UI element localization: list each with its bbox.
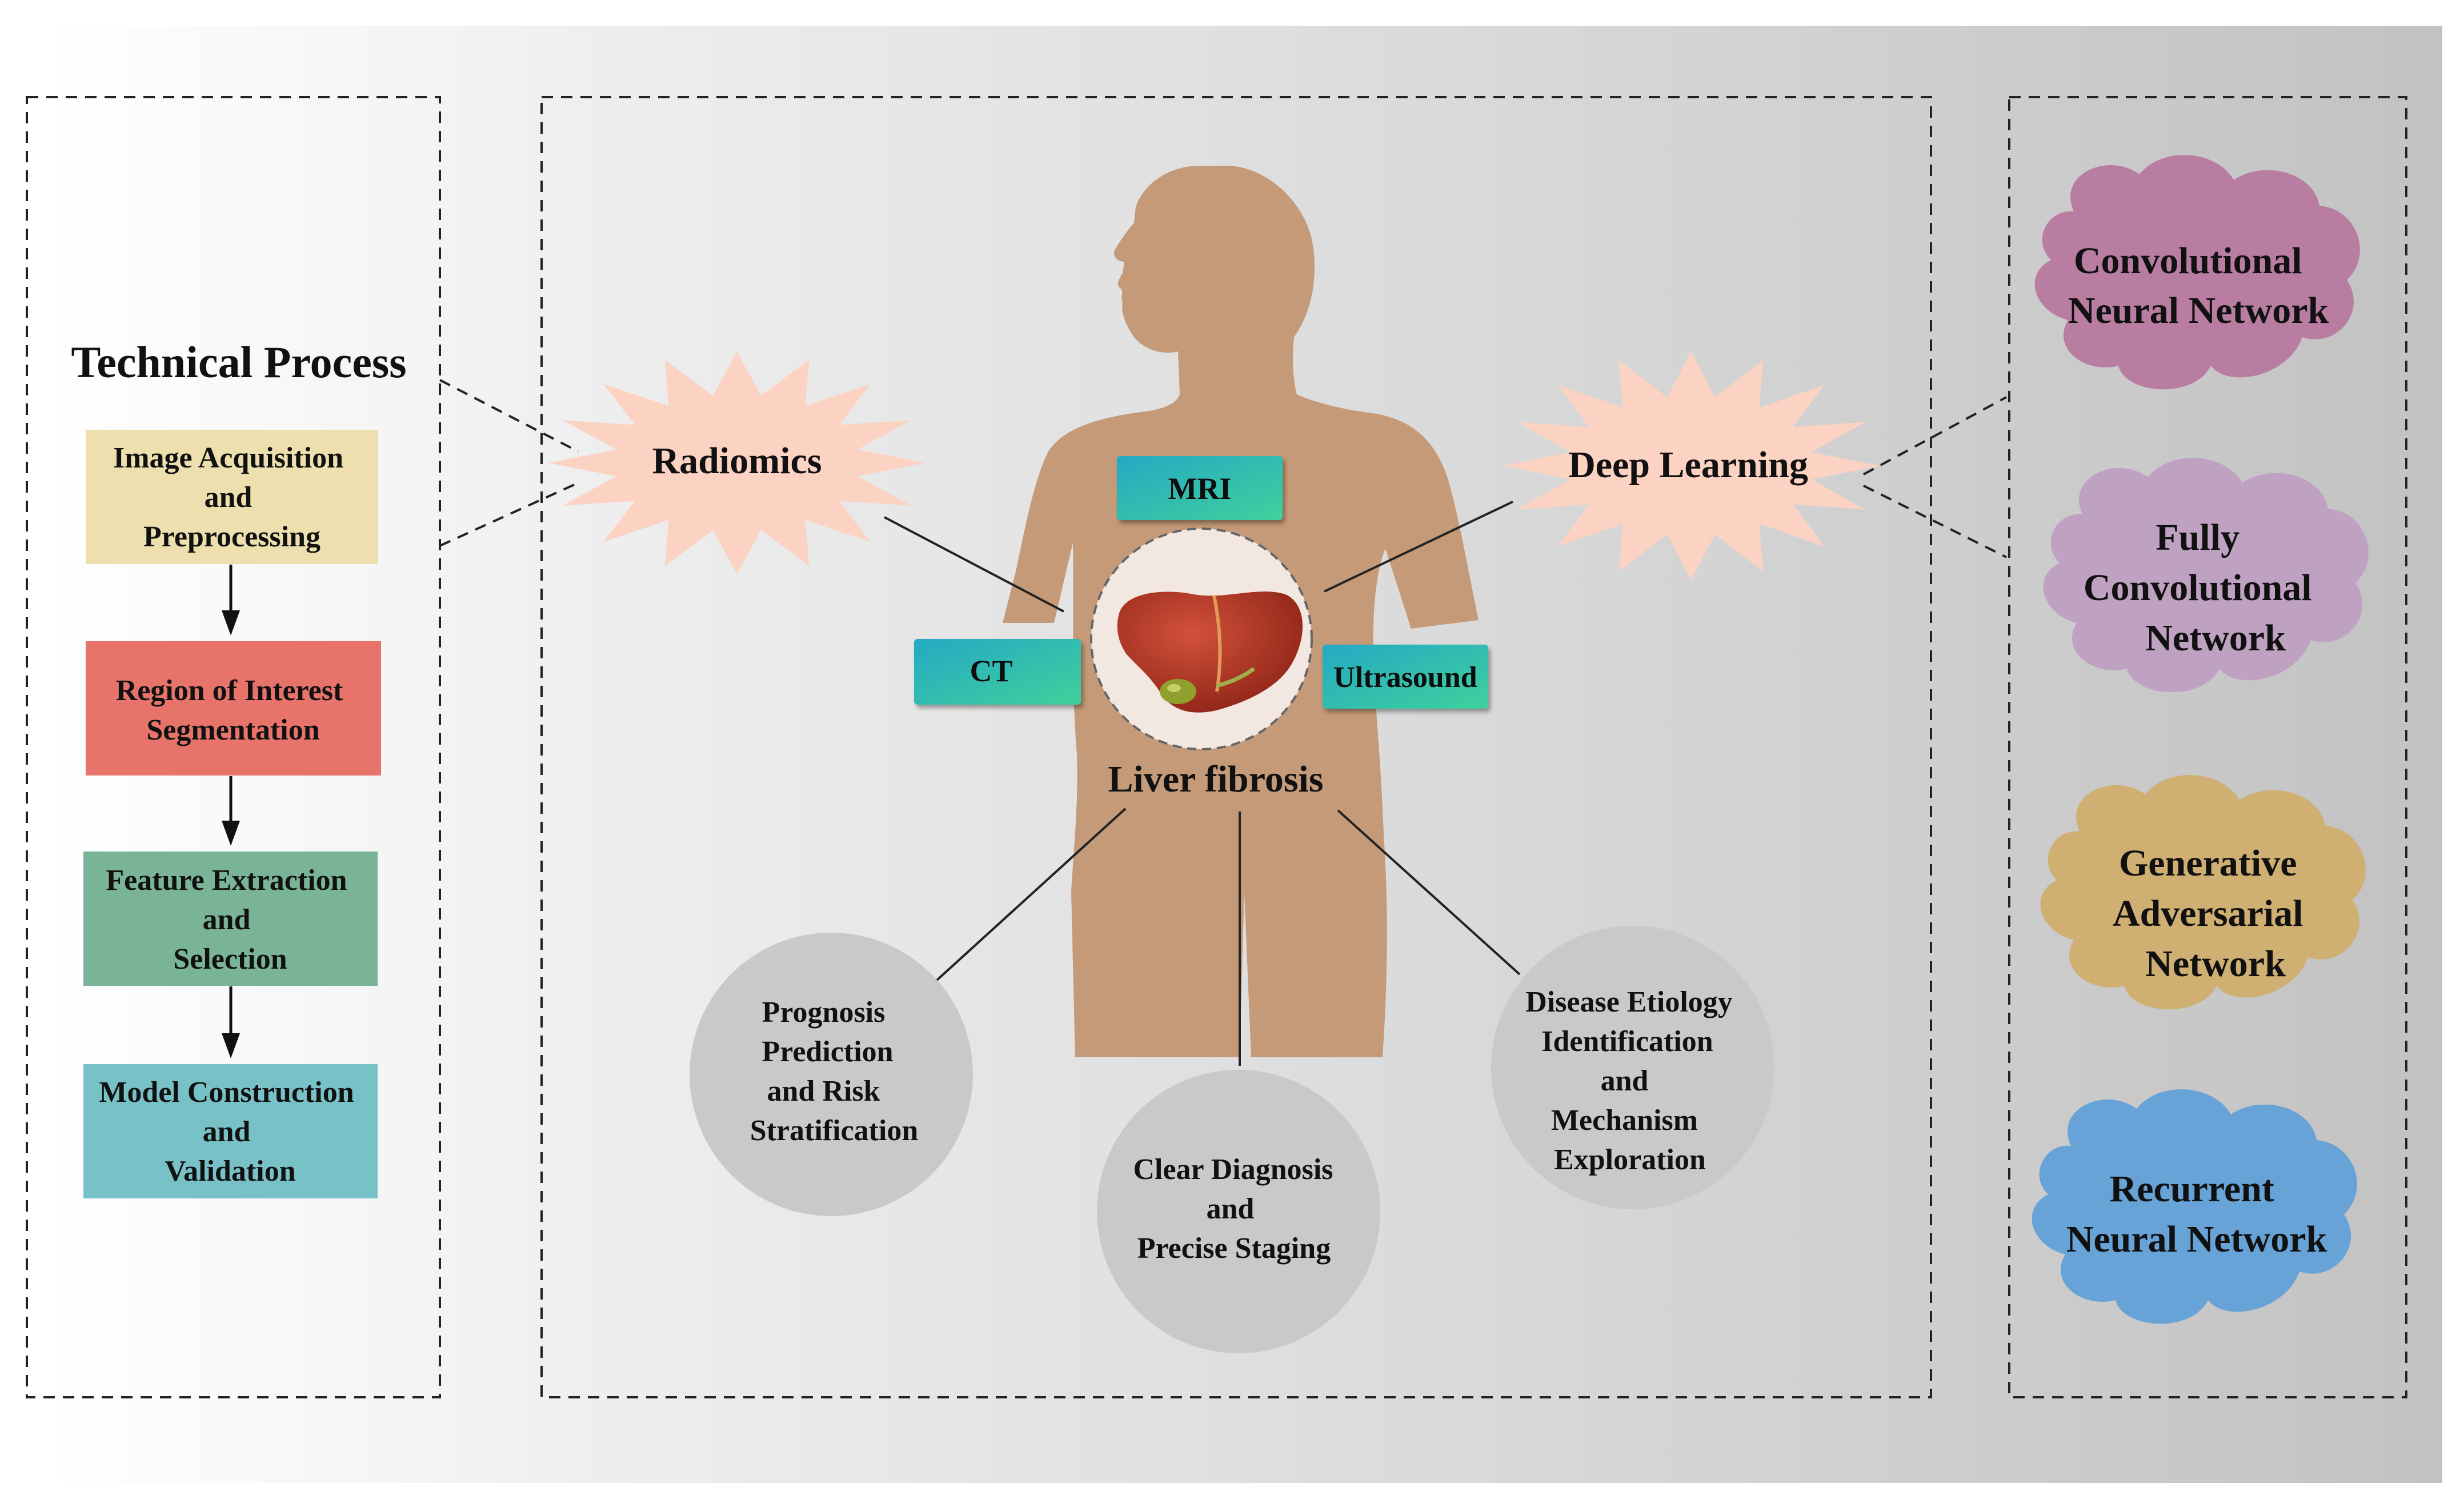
mri-label: MRI bbox=[1168, 471, 1232, 506]
deep-learning-starburst bbox=[1503, 351, 1880, 580]
application-label-diagnosis: Clear Diagnosis and Precise Staging bbox=[1133, 1153, 1340, 1265]
process-step-2: Region of Interest Segmentation bbox=[86, 641, 381, 776]
network-label-rnn: Recurrent Neural Network bbox=[2066, 1168, 2327, 1260]
process-arrows bbox=[222, 565, 240, 1058]
application-circle-prognosis bbox=[690, 933, 973, 1216]
ct-button: CT bbox=[914, 639, 1081, 705]
application-circle-etiology bbox=[1491, 926, 1774, 1209]
process-step-box bbox=[83, 1064, 378, 1198]
network-cloud-fcn bbox=[2043, 458, 2369, 693]
network-cloud-gan bbox=[2040, 775, 2366, 1010]
application-label-prognosis: Prognosis Prediction and Risk Stratifica… bbox=[750, 996, 919, 1147]
process-step-label: Feature Extraction and Selection bbox=[106, 864, 354, 976]
solid-connectors bbox=[884, 501, 1521, 1066]
network-label-gan: Generative Adversarial Network bbox=[2113, 842, 2313, 985]
application-label-etiology: Disease Etiology Identification and Mech… bbox=[1525, 986, 1740, 1176]
technical-process-title: Technical Process bbox=[71, 337, 406, 387]
process-step-4: Model Construction and Validation bbox=[83, 1064, 378, 1198]
liver-icon bbox=[1117, 591, 1303, 713]
network-cloud-cnn bbox=[2034, 155, 2360, 390]
center-panel-frame bbox=[540, 96, 1932, 1398]
network-label-fcn: Fully Convolutional Network bbox=[2084, 517, 2321, 659]
ct-label: CT bbox=[969, 654, 1012, 688]
network-cloud-rnn bbox=[2032, 1089, 2357, 1324]
process-step-box bbox=[86, 641, 381, 776]
process-step-3: Feature Extraction and Selection bbox=[83, 852, 378, 986]
process-step-1: Image Acquisition and Preprocessing bbox=[86, 430, 378, 564]
radiomics-starburst bbox=[548, 351, 925, 574]
network-label-cnn: Convolutional Neural Network bbox=[2068, 240, 2329, 331]
ultrasound-label: Ultrasound bbox=[1333, 661, 1477, 694]
radiomics-label: Radiomics bbox=[652, 440, 822, 482]
mri-button: MRI bbox=[1117, 456, 1283, 520]
application-circle-diagnosis bbox=[1097, 1070, 1380, 1353]
process-step-box bbox=[83, 852, 378, 986]
process-step-label: Region of Interest Segmentation bbox=[116, 674, 351, 746]
dashed-connectors bbox=[439, 379, 2007, 558]
liver-fibrosis-label: Liver fibrosis bbox=[1108, 758, 1323, 800]
process-step-label: Model Construction and Validation bbox=[99, 1076, 361, 1188]
process-step-box bbox=[86, 430, 378, 564]
right-panel-frame bbox=[2008, 96, 2407, 1398]
deep-learning-label: Deep Learning bbox=[1568, 444, 1808, 486]
process-step-label: Image Acquisition and Preprocessing bbox=[113, 442, 351, 553]
ultrasound-button: Ultrasound bbox=[1323, 645, 1488, 709]
